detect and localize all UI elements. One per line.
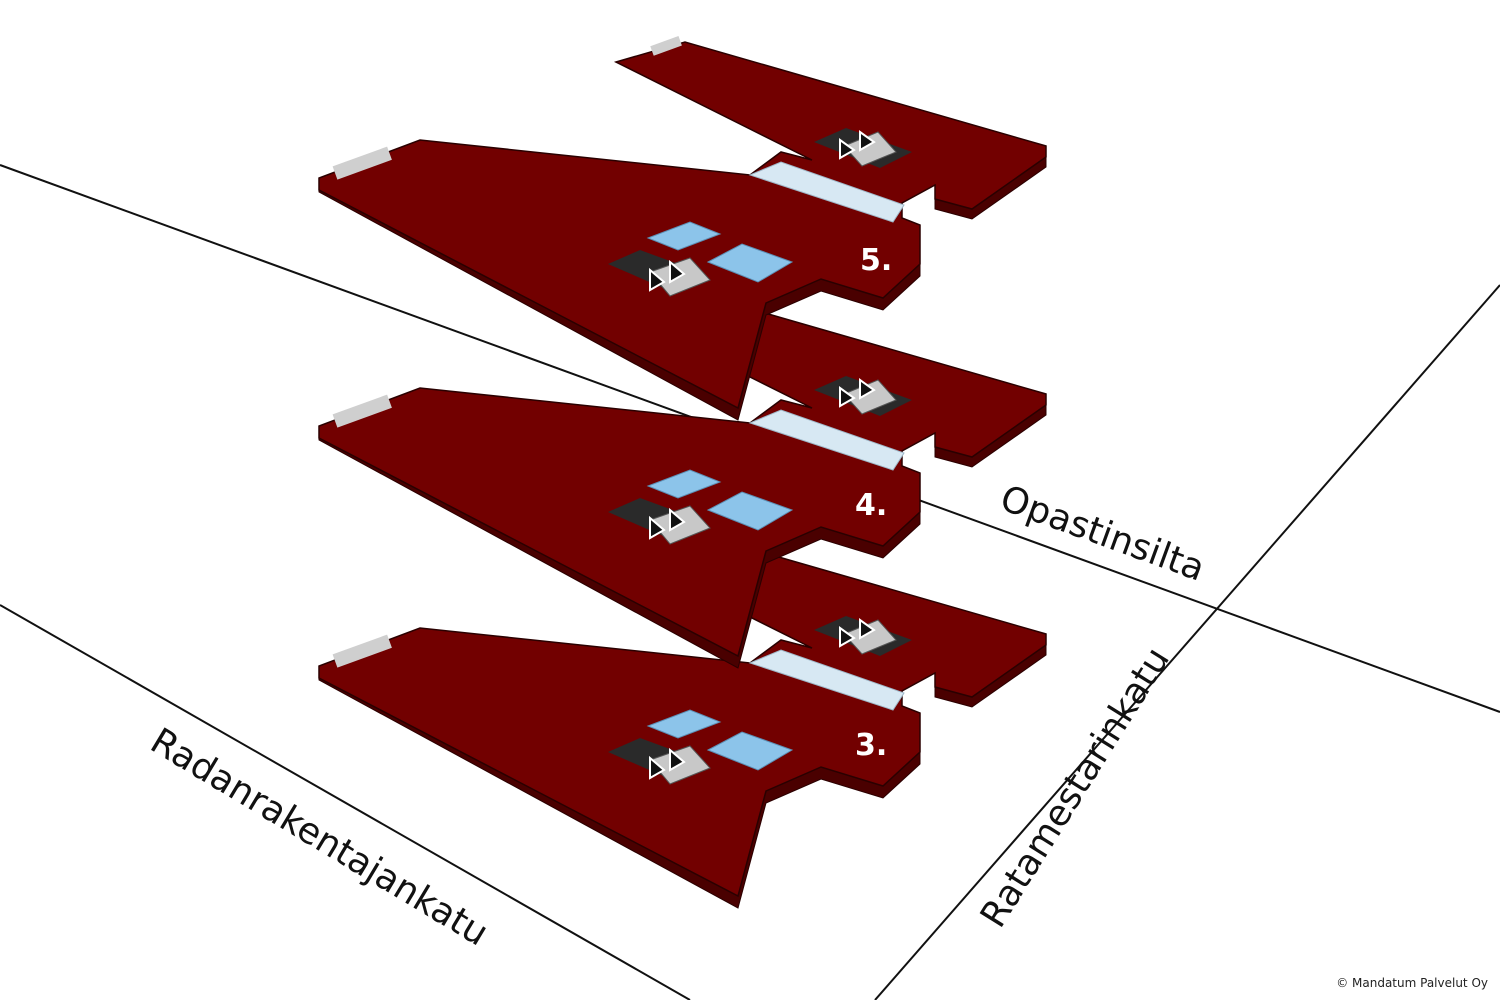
- elevator-arrow-right-2: [859, 378, 876, 400]
- stair-marker-left: [332, 146, 392, 180]
- elevator-arrow-right-2: [859, 130, 876, 152]
- elevator-arrow-right-1: [839, 138, 856, 160]
- stair-marker-left: [332, 634, 392, 668]
- street-line-lower: [0, 604, 691, 1000]
- floor-label-3: 3.: [855, 728, 887, 763]
- glass-atrium-1: [646, 221, 722, 251]
- elevator-arrow-left-2: [669, 259, 686, 284]
- street-line-ratamestarinkatu: [874, 284, 1500, 1000]
- floor-4-plan[interactable]: [318, 284, 1047, 669]
- floor-label-4: 4.: [855, 488, 887, 523]
- elevator-arrow-right-1: [839, 626, 856, 648]
- floor-5-plan[interactable]: [318, 36, 1047, 421]
- glass-atrium-1: [646, 709, 722, 739]
- glass-corridor: [748, 409, 905, 471]
- copyright-notice: © Mandatum Palvelut Oy: [1336, 976, 1488, 990]
- elevator-arrow-right-2: [859, 618, 876, 640]
- glass-corridor: [748, 161, 905, 223]
- street-label-radanrakentajankatu: Radanrakentajankatu: [143, 721, 495, 955]
- elevator-arrow-left-1: [649, 515, 666, 540]
- elevator-arrow-left-2: [669, 747, 686, 772]
- elevator-arrow-right-1: [839, 386, 856, 408]
- elevator-arrow-left-1: [649, 267, 666, 292]
- floor-label-5: 5.: [860, 243, 892, 278]
- floor-3-plan[interactable]: [318, 524, 1047, 909]
- glass-atrium-2: [706, 243, 794, 283]
- glass-corridor: [748, 649, 905, 711]
- elevator-arrow-left-1: [649, 755, 666, 780]
- glass-atrium-2: [706, 731, 794, 771]
- street-label-opastinsilta: Opastinsilta: [995, 478, 1210, 590]
- glass-atrium-1: [646, 469, 722, 499]
- stair-marker-top: [650, 36, 682, 56]
- glass-atrium-2: [706, 491, 794, 531]
- stair-marker-left: [332, 394, 392, 428]
- elevator-arrow-left-2: [669, 507, 686, 532]
